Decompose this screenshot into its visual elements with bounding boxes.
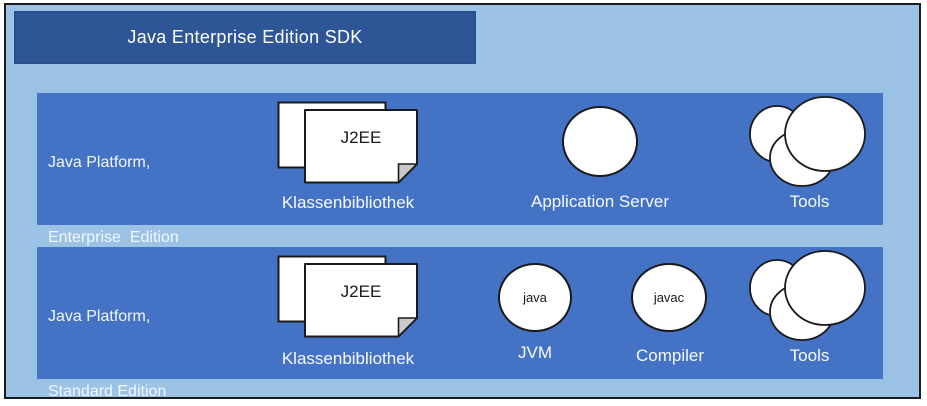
class-library-label: Klassenbibliothek [281,349,415,368]
document-stack-icon: J2EE [277,101,418,184]
tools-circles-cluster-icon [749,96,866,187]
tools-label: Tools [789,346,830,365]
document-stack-icon: J2EE [277,255,418,338]
section-enterprise-edition: Java Platform, Enterprise Edition [37,93,883,246]
doc-label: J2EE [341,128,382,147]
jvm-label: JVM [518,343,552,362]
page-fold [397,163,418,184]
application-server-label: Application Server [531,192,669,211]
application-server-circle-icon [562,106,638,177]
class-library-label: Klassenbibliothek [281,193,415,212]
section-enterprise-label: Java Platform, Enterprise Edition [48,100,179,300]
cluster-circle-right [784,250,866,326]
title-box: Java Enterprise Edition SDK [14,11,476,64]
section-enterprise-label-line2: Enterprise Edition [48,229,179,246]
doc-label: J2EE [341,282,382,301]
diagram-title: Java Enterprise Edition SDK [127,27,363,47]
compiler-circle-icon: javac [631,263,707,332]
page-fold [397,317,418,338]
section-standard-edition: Java Platform, Standard Edition [37,247,883,400]
tools-label: Tools [789,192,830,211]
jvm-circle-text: java [523,290,547,305]
section-standard-label-line2: Standard Edition [48,383,167,400]
cluster-circle-right [784,96,866,172]
jvm-circle-icon: java [498,263,572,332]
compiler-circle-text: javac [653,290,685,305]
section-standard-label-line1: Java Platform, [48,308,151,325]
compiler-label: Compiler [635,346,705,365]
tools-circles-cluster-icon [749,250,866,341]
section-enterprise-label-line1: Java Platform, [48,154,151,171]
section-standard-label: Java Platform, Standard Edition [48,254,166,406]
